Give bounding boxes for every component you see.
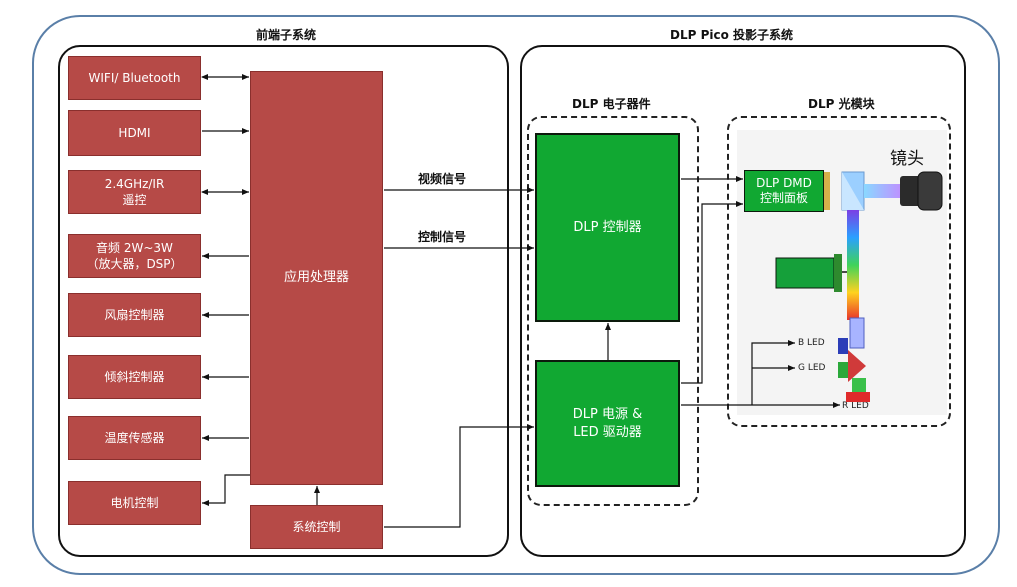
remote-box: 2.4GHz/IR 遥控: [68, 170, 201, 214]
video-signal-label: 视频信号: [418, 172, 467, 186]
remote-label: 2.4GHz/IR 遥控: [104, 177, 165, 207]
g-led-label: G LED: [798, 363, 826, 373]
optical-module-title: DLP 光模块: [802, 96, 881, 112]
optical-path-art: [775, 171, 943, 402]
optical-module-group: [727, 116, 951, 427]
audio-box: 音频 2W~3W （放大器，DSP）: [68, 234, 201, 278]
wifi-bluetooth-label: WIFI/ Bluetooth: [88, 71, 181, 85]
hdmi-box: HDMI: [68, 110, 201, 156]
app-processor-box: 应用处理器: [250, 71, 383, 485]
audio-label: 音频 2W~3W （放大器，DSP）: [86, 241, 183, 271]
dmd-board-box: DLP DMD 控制面板: [744, 170, 824, 212]
outer-frame: [32, 15, 1000, 575]
electronics-group: [527, 116, 699, 506]
system-control-box: 系统控制: [250, 505, 383, 549]
system-control-label: 系统控制: [292, 520, 341, 534]
lens-label: 镜头: [890, 149, 924, 169]
electronics-title: DLP 电子器件: [566, 96, 657, 112]
r-led-label: R LED: [842, 401, 869, 411]
b-led-label: B LED: [798, 338, 825, 348]
motor-control-label: 电机控制: [110, 496, 159, 510]
fan-controller-box: 风扇控制器: [68, 293, 201, 337]
dlp-controller-box: DLP 控制器: [535, 133, 680, 322]
temperature-sensor-label: 温度传感器: [104, 431, 165, 445]
dlp-title: DLP Pico 投影子系统: [664, 27, 800, 43]
frontend-title: 前端子系统: [250, 27, 323, 43]
hdmi-label: HDMI: [118, 126, 151, 140]
wifi-bluetooth-box: WIFI/ Bluetooth: [68, 56, 201, 100]
fan-controller-label: 风扇控制器: [104, 308, 165, 322]
tilt-controller-label: 倾斜控制器: [104, 370, 165, 384]
dmd-board-label: DLP DMD 控制面板: [756, 176, 812, 205]
motor-control-box: 电机控制: [68, 481, 201, 525]
temperature-sensor-box: 温度传感器: [68, 416, 201, 460]
tilt-controller-box: 倾斜控制器: [68, 355, 201, 399]
power-driver-box: DLP 电源 & LED 驱动器: [535, 360, 680, 487]
dlp-controller-label: DLP 控制器: [573, 219, 642, 235]
power-driver-label: DLP 电源 & LED 驱动器: [572, 406, 643, 440]
app-processor-label: 应用处理器: [283, 270, 349, 285]
control-signal-label: 控制信号: [418, 230, 467, 244]
